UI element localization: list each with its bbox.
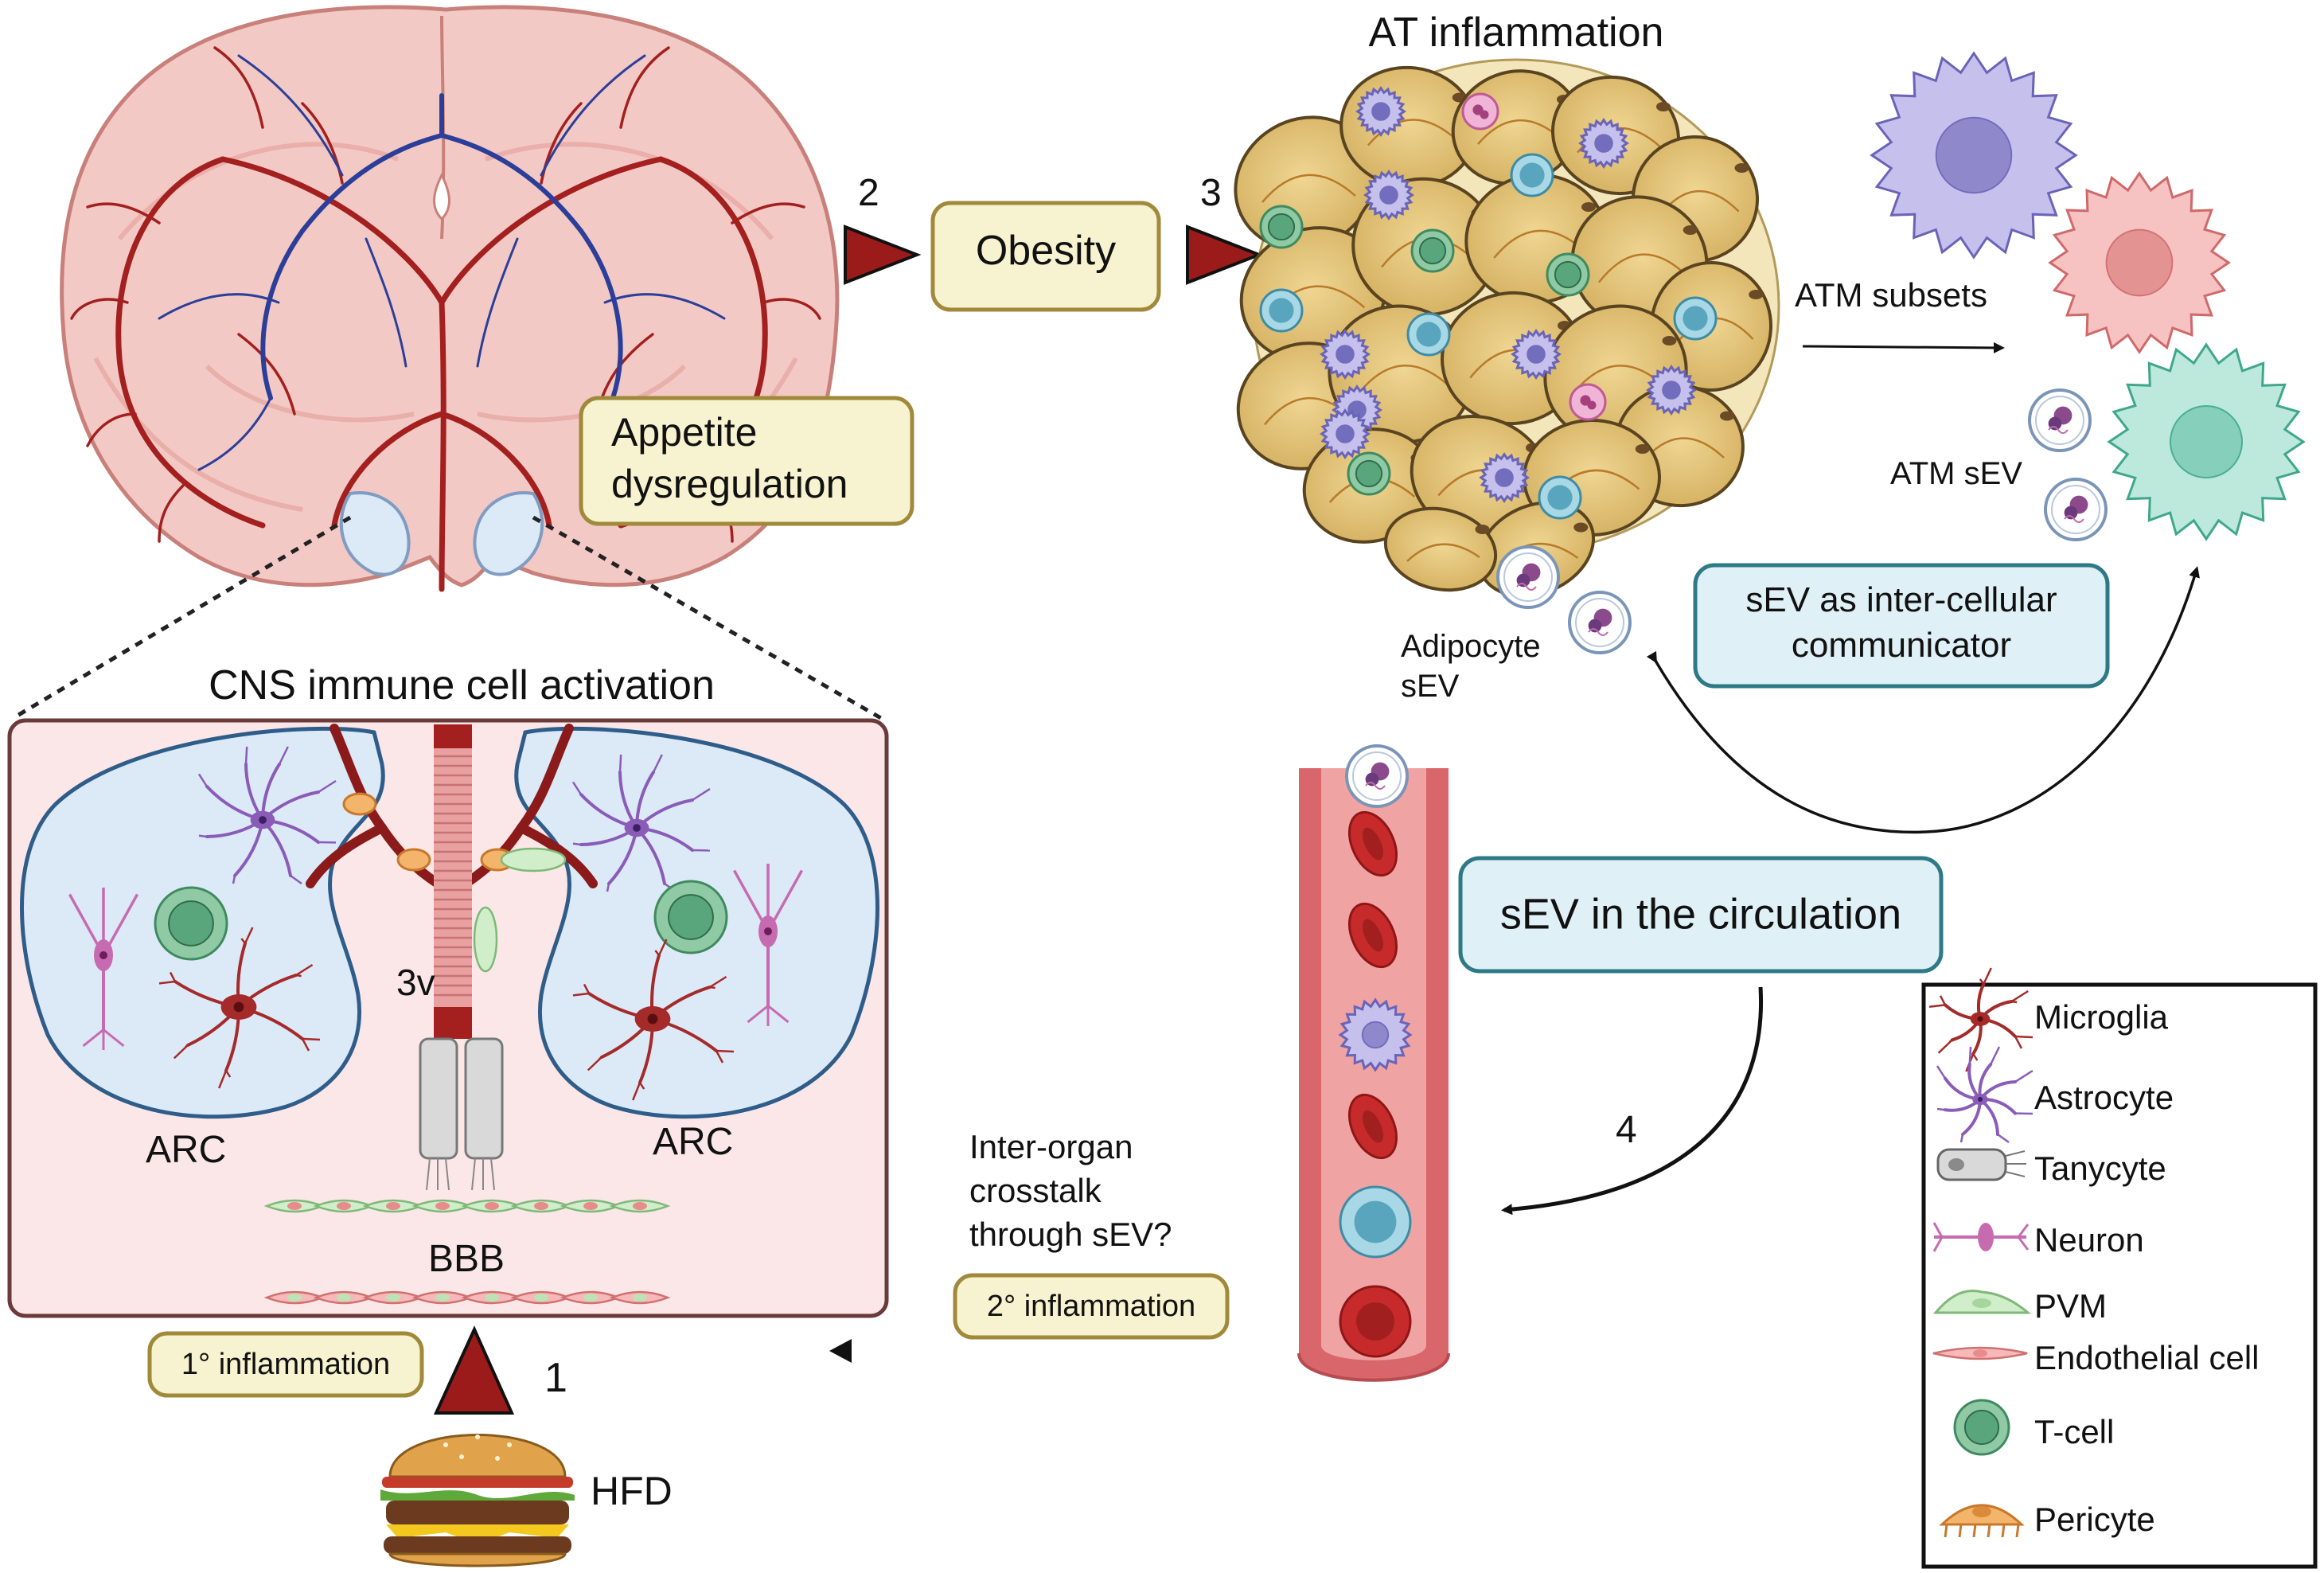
legend-label-t-cell: T-cell xyxy=(2034,1413,2114,1450)
step-4-number: 4 xyxy=(1616,1109,1637,1151)
neuron-icon xyxy=(1932,1222,2030,1252)
step-3-arrow: 3 xyxy=(1186,172,1264,285)
sev-circulation-box: sEV in the circulation xyxy=(1458,856,1944,974)
arc-left-label: ARC xyxy=(146,1129,226,1171)
step-1-number: 1 xyxy=(544,1355,567,1401)
adipocyte-sev-label-line2: sEV xyxy=(1401,669,1460,704)
legend-label-neuron: Neuron xyxy=(2034,1221,2144,1259)
step-4-arrow xyxy=(1501,986,1764,1216)
tanycytes-icon xyxy=(419,1037,504,1191)
bbb-label: BBB xyxy=(428,1238,505,1280)
pvm-icon xyxy=(1932,1290,2032,1314)
obesity-box: Obesity xyxy=(930,201,1161,312)
primary-inflammation-box: 1° inflammation xyxy=(147,1331,424,1398)
atm-subsets-arrow xyxy=(1802,342,2005,353)
at-inflammation-title: AT inflammation xyxy=(1369,10,1664,56)
sev-communicator-box: sEV as inter-cellular communicator xyxy=(1693,563,2110,689)
crosstalk-line3: through sEV? xyxy=(969,1216,1172,1253)
secondary-inflammation-box: 2° inflammation xyxy=(953,1273,1230,1340)
adipocyte-sev-vesicle-2-icon xyxy=(1568,591,1632,654)
atm-sev-vesicle-2-icon xyxy=(2044,478,2108,541)
obesity-label: Obesity xyxy=(976,228,1116,274)
cns-panel xyxy=(7,718,889,1318)
atm-sev-label: ATM sEV xyxy=(1890,456,2022,491)
appetite-dysregulation-box: Appetite dysregulation xyxy=(579,396,914,526)
legend-label-pvm: PVM xyxy=(2034,1287,2107,1325)
atm-subset-teal-icon xyxy=(2107,342,2306,541)
crosstalk-line1: Inter-organ xyxy=(969,1128,1133,1165)
t-cell-icon xyxy=(1953,1399,2010,1456)
adipocyte-sev-label-line1: Adipocyte xyxy=(1401,629,1541,664)
cns-activation-title: CNS immune cell activation xyxy=(209,662,715,708)
communicator-line2: communicator xyxy=(1792,626,2011,665)
sev-circulation-label: sEV in the circulation xyxy=(1500,890,1901,938)
crosstalk-line2: crosstalk xyxy=(969,1172,1102,1209)
adipose-tissue-cluster xyxy=(1234,58,1780,598)
hfd-label: HFD xyxy=(591,1469,673,1513)
crosstalk-arrowhead xyxy=(829,1339,852,1363)
step-3-number: 3 xyxy=(1200,172,1222,214)
legend-label-pericyte: Pericyte xyxy=(2034,1501,2155,1538)
tanycyte-icon xyxy=(1936,1148,2026,1181)
step-2-arrow: 2 xyxy=(844,172,922,285)
primary-inflammation-label: 1° inflammation xyxy=(181,1348,390,1381)
arc-right-label: ARC xyxy=(653,1121,733,1163)
legend-label-endothelial-cell: Endothelial cell xyxy=(2034,1339,2260,1376)
step-2-number: 2 xyxy=(858,172,879,214)
atm-subset-purple-icon xyxy=(1870,51,2078,260)
appetite-label-line2: dysregulation xyxy=(611,462,848,506)
legend-label-microglia: Microglia xyxy=(2034,998,2169,1036)
burger-icon xyxy=(380,1434,575,1567)
appetite-label-line1: Appetite xyxy=(611,410,757,455)
atm-subsets-label: ATM subsets xyxy=(1795,276,1987,314)
atm-sev-vesicle-1-icon xyxy=(2028,388,2092,452)
legend-label-astrocyte: Astrocyte xyxy=(2034,1079,2174,1116)
astrocyte-icon xyxy=(1936,1046,2034,1144)
zoom-lines xyxy=(14,515,887,723)
microglia-icon xyxy=(1928,967,2034,1072)
secondary-inflammation-label: 2° inflammation xyxy=(987,1290,1195,1323)
atm-subset-pink-icon xyxy=(2048,171,2231,354)
blood-vessel-illustration xyxy=(1297,744,1450,1382)
endothelial-cell-icon xyxy=(1932,1346,2028,1360)
pericyte-icon xyxy=(1939,1504,2025,1538)
communicator-bidirectional-arrow xyxy=(1646,566,2200,834)
legend-label-tanycyte: Tanycyte xyxy=(2034,1150,2166,1187)
adipocyte-sev-vesicle-1-icon xyxy=(1496,545,1560,609)
brain-illustration xyxy=(60,5,840,592)
communicator-line1: sEV as inter-cellular xyxy=(1745,580,2057,619)
third-ventricle-label: 3v xyxy=(396,962,435,1003)
step-1-arrow: 1 xyxy=(433,1325,567,1415)
